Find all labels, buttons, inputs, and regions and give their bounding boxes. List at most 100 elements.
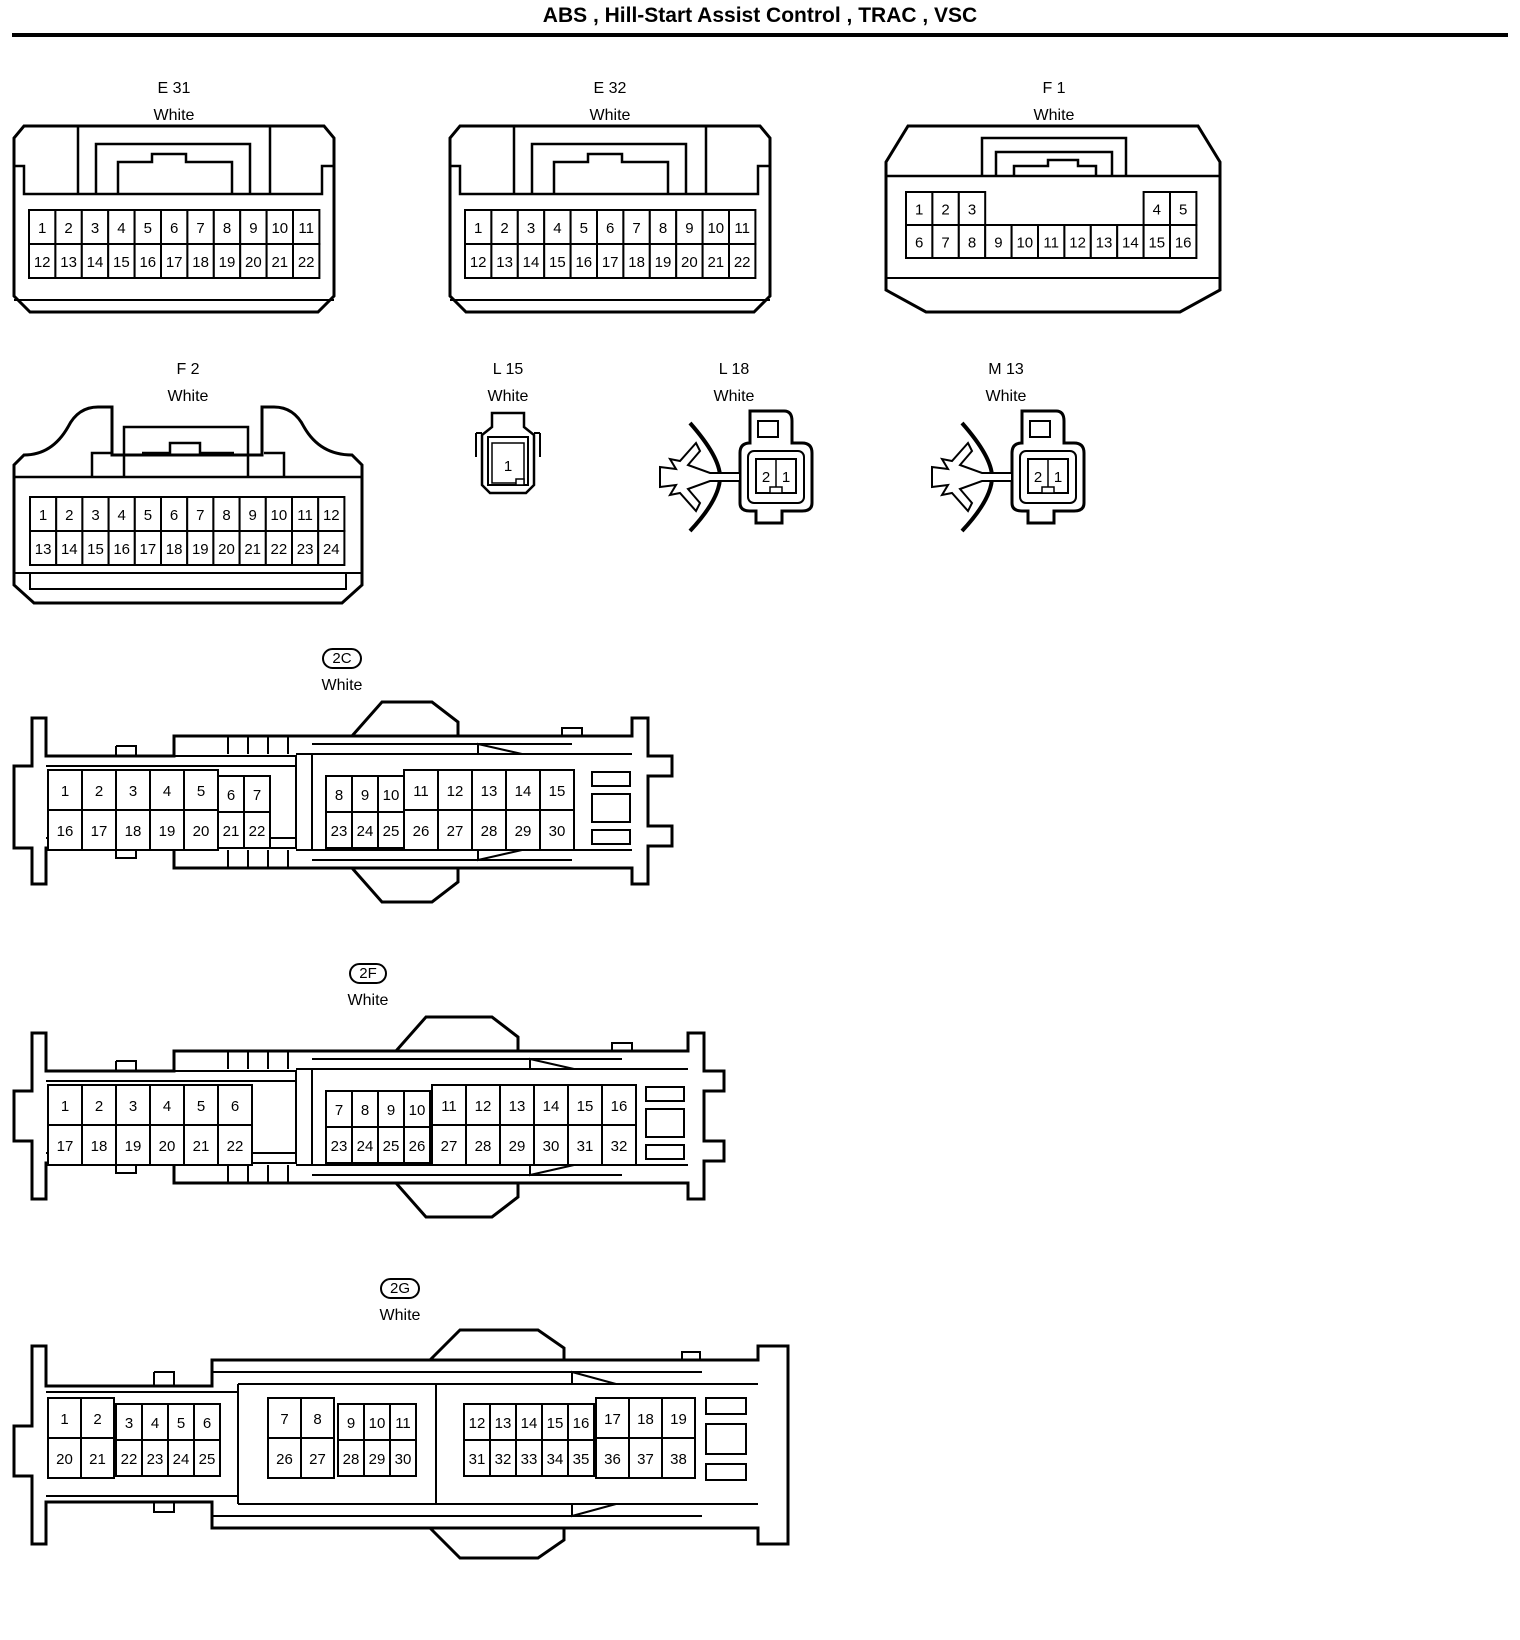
pin-13: 13	[481, 783, 498, 800]
pin-2: 2	[941, 202, 949, 219]
pin-4: 4	[163, 783, 171, 800]
pin-11: 11	[297, 507, 313, 524]
pin-28: 28	[475, 1138, 492, 1155]
pin-28: 28	[343, 1451, 360, 1468]
pin-cell	[265, 243, 295, 279]
pin-24: 24	[173, 1451, 190, 1468]
pin-cell	[217, 1084, 253, 1126]
pin-cell	[403, 809, 439, 851]
pin-17: 17	[57, 1138, 74, 1155]
pin-1: 1	[61, 1098, 69, 1115]
pin-22: 22	[271, 541, 288, 558]
pin-14: 14	[521, 1415, 538, 1432]
pin-2: 2	[95, 783, 103, 800]
pin-cell	[1169, 224, 1198, 259]
pin-10: 10	[1016, 235, 1033, 252]
pin-12: 12	[470, 254, 487, 271]
pin-cell	[81, 1124, 117, 1166]
pin-13: 13	[35, 541, 52, 558]
pin-8: 8	[968, 235, 976, 252]
pin-cell	[464, 243, 493, 279]
pin-8: 8	[335, 787, 343, 804]
connector-color: White	[153, 107, 195, 124]
pin-5: 5	[177, 1415, 185, 1432]
pin-cell	[115, 809, 151, 851]
pin-2: 2	[1034, 469, 1042, 486]
pin-3: 3	[125, 1415, 133, 1432]
pin-6: 6	[170, 220, 178, 237]
pin-19: 19	[159, 823, 176, 840]
pin-2: 2	[500, 220, 508, 237]
pin-1: 1	[474, 220, 482, 237]
connector-drawing: 1	[475, 411, 541, 495]
pin-20: 20	[245, 254, 262, 271]
pin-24: 24	[357, 1138, 374, 1155]
pin-1: 1	[60, 1411, 68, 1428]
connector-color: White	[347, 992, 389, 1009]
connector-color: White	[167, 388, 209, 405]
pin-19: 19	[655, 254, 672, 271]
pin-9: 9	[994, 235, 1002, 252]
pin-2: 2	[95, 1098, 103, 1115]
pin-3: 3	[91, 507, 99, 524]
pin-30: 30	[395, 1451, 412, 1468]
pin-20: 20	[193, 823, 210, 840]
pin-cell	[931, 191, 960, 226]
connector-name: 2G	[12, 1278, 788, 1299]
pin-24: 24	[357, 823, 374, 840]
pin-cell	[238, 530, 267, 566]
connector-color: White	[589, 107, 631, 124]
pin-cell	[463, 1439, 491, 1477]
pin-8: 8	[313, 1411, 321, 1428]
pin-cell	[265, 209, 295, 245]
pin-cell	[1010, 224, 1039, 259]
pin-cell	[601, 1124, 637, 1166]
pin-27: 27	[441, 1138, 458, 1155]
pin-5: 5	[197, 1098, 205, 1115]
pin-cell	[533, 1084, 569, 1126]
connector-name: F 1	[1042, 80, 1066, 97]
pin-cell	[648, 243, 678, 279]
pin-4: 4	[163, 1098, 171, 1115]
pin-8: 8	[361, 1102, 369, 1119]
pin-16: 16	[1175, 235, 1192, 252]
pin-9: 9	[249, 220, 257, 237]
pin-cell	[267, 1437, 302, 1479]
pin-6: 6	[203, 1415, 211, 1432]
pin-14: 14	[515, 783, 532, 800]
pin-cell	[81, 769, 117, 811]
pin-2: 2	[93, 1411, 101, 1428]
pin-cell	[107, 496, 136, 532]
pin-30: 30	[543, 1138, 560, 1155]
pin-32: 32	[611, 1138, 628, 1155]
pin-cell	[317, 496, 346, 532]
pin-cell	[499, 1124, 535, 1166]
pin-5: 5	[144, 220, 152, 237]
connector-drawing: 2 1	[659, 409, 814, 533]
pin-9: 9	[249, 507, 257, 524]
pin-7: 7	[632, 220, 640, 237]
pin-cell	[1089, 224, 1119, 259]
pin-12: 12	[34, 254, 51, 271]
pin-6: 6	[231, 1098, 239, 1115]
pin-cell	[351, 1126, 379, 1164]
pin-21: 21	[223, 823, 240, 840]
pin-cell	[543, 243, 572, 279]
pin-cell	[325, 811, 353, 849]
pin-11: 11	[395, 1415, 411, 1432]
pin-4: 4	[553, 220, 561, 237]
connector-color: White	[321, 677, 363, 694]
pin-17: 17	[602, 254, 619, 271]
connector-name: L 18	[718, 361, 750, 378]
connector-name: 2C	[12, 648, 672, 669]
pin-11: 11	[1043, 235, 1059, 252]
pin-8: 8	[223, 220, 231, 237]
pin-3: 3	[527, 220, 535, 237]
pin-16: 16	[57, 823, 74, 840]
pin-12: 12	[475, 1098, 492, 1115]
pin-cell	[931, 224, 960, 259]
